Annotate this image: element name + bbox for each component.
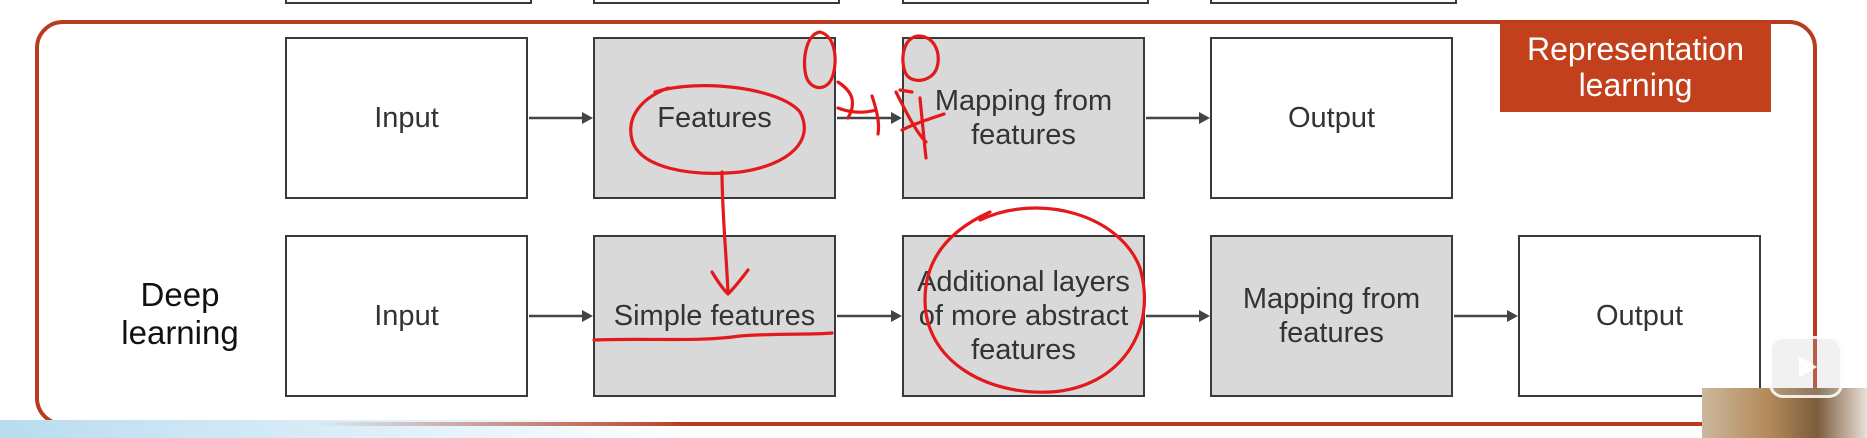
top-row-box-remnant bbox=[285, 0, 532, 4]
deep-learning-label: Deep learning bbox=[121, 276, 239, 351]
row1-features-box: Features bbox=[593, 37, 836, 199]
row2-additional-layers-box: Additional layers of more abstract featu… bbox=[902, 235, 1145, 397]
row1-output-box: Output bbox=[1210, 37, 1453, 199]
row2-simple-features-box: Simple features bbox=[593, 235, 836, 397]
top-row-box-remnant bbox=[1210, 0, 1457, 4]
top-row-box-remnant bbox=[593, 0, 840, 4]
row2-mapping-box: Mapping from features bbox=[1210, 235, 1453, 397]
row2-input-box: Input bbox=[285, 235, 528, 397]
representation-learning-frame bbox=[35, 20, 1817, 426]
play-icon bbox=[1799, 356, 1817, 378]
top-row-box-remnant bbox=[902, 0, 1149, 4]
background-wave bbox=[0, 420, 700, 438]
row2-output-box: Output bbox=[1518, 235, 1761, 397]
player-control-button[interactable] bbox=[1769, 336, 1843, 398]
representation-learning-badge: Representation learning bbox=[1500, 22, 1771, 112]
row1-input-box: Input bbox=[285, 37, 528, 199]
row1-mapping-box: Mapping from features bbox=[902, 37, 1145, 199]
